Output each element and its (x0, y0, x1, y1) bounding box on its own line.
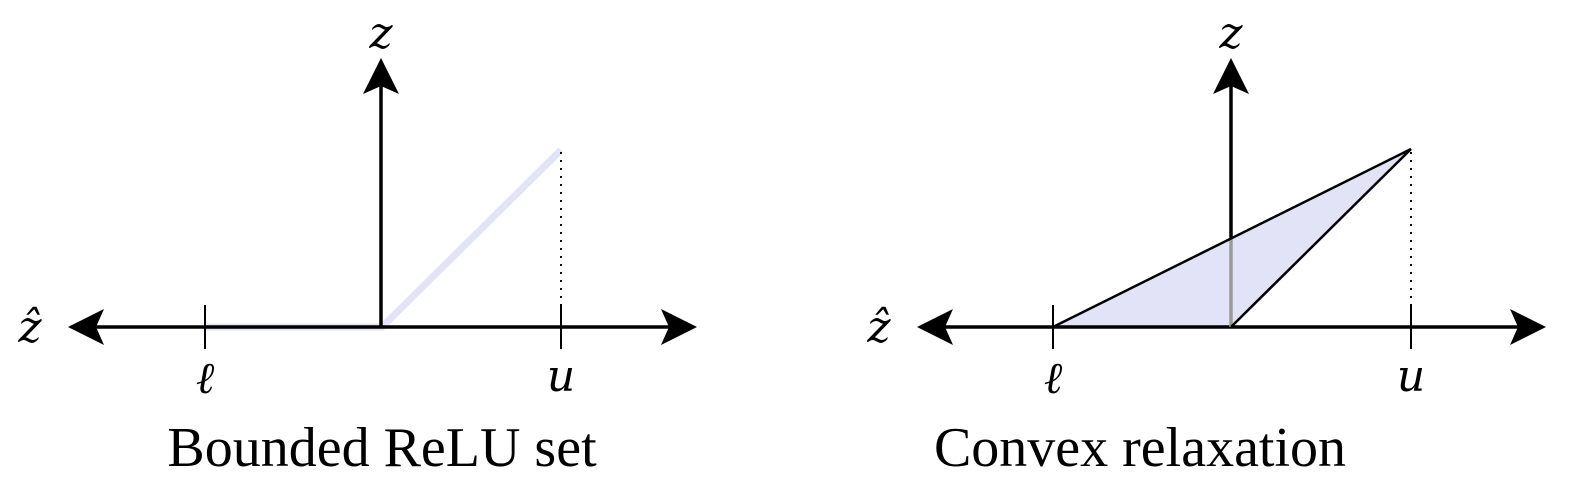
x-axis-arrow-right (1510, 309, 1546, 345)
panel-caption: Convex relaxation (934, 417, 1346, 479)
panel-bounded-relu: ẑ z ℓ u Bounded ReLU set (17, 8, 697, 479)
upper-relaxation-edge (1052, 147, 1412, 329)
upper-bound-label: u (547, 351, 575, 402)
lower-bound-label: ℓ (196, 353, 215, 404)
lower-bound-label: ℓ (1044, 353, 1063, 404)
y-axis-label: z (368, 8, 393, 59)
upper-bound-label: u (1397, 351, 1425, 402)
relu-set-path (205, 147, 564, 331)
x-axis-label: ẑ (866, 302, 891, 353)
y-axis-arrow (1213, 58, 1249, 94)
relu-edge (1230, 148, 1412, 328)
x-axis-arrow-left (68, 309, 104, 345)
y-axis-arrow (363, 58, 399, 94)
y-axis-label: z (1218, 8, 1243, 59)
x-axis-arrow-left (917, 309, 953, 345)
panel-caption: Bounded ReLU set (167, 417, 597, 479)
x-axis-arrow-right (661, 309, 697, 345)
panel-convex-relaxation: ẑ z ℓ u Convex relaxation (866, 8, 1546, 479)
x-axis-label: ẑ (17, 302, 42, 353)
